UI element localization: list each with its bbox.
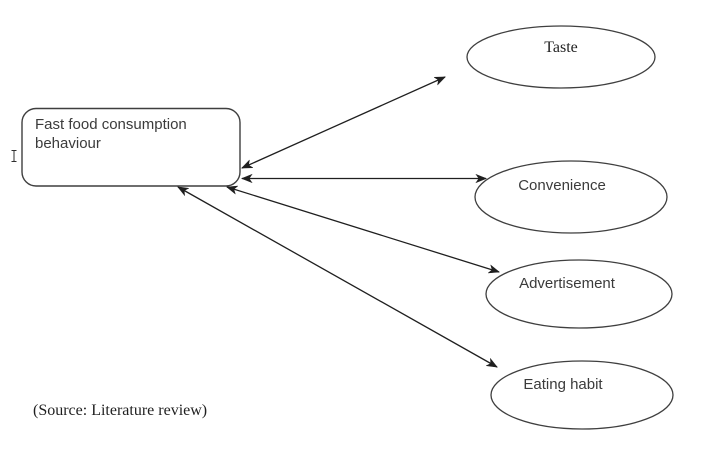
ellipse-advertisement[interactable] [485, 259, 673, 329]
text-cursor-tick [11, 150, 17, 162]
ellipse-eating-habit[interactable] [490, 360, 674, 430]
ellipse-taste[interactable] [466, 25, 656, 89]
main-box-label: Fast food consumption behaviour [35, 116, 187, 152]
arrow-advertisement[interactable] [227, 187, 499, 272]
factor-label-advertisement: Advertisement [519, 275, 615, 292]
arrow-taste[interactable] [242, 76, 445, 169]
ellipse-convenience[interactable] [474, 160, 668, 234]
arrow-eating-habit[interactable] [178, 186, 497, 368]
factor-label-eating-habit: Eating habit [523, 376, 603, 393]
source-caption: (Source: Literature review) [33, 402, 208, 419]
factor-label-taste: Taste [544, 39, 578, 56]
main-box[interactable] [21, 107, 241, 187]
factor-label-convenience: Convenience [518, 177, 606, 194]
